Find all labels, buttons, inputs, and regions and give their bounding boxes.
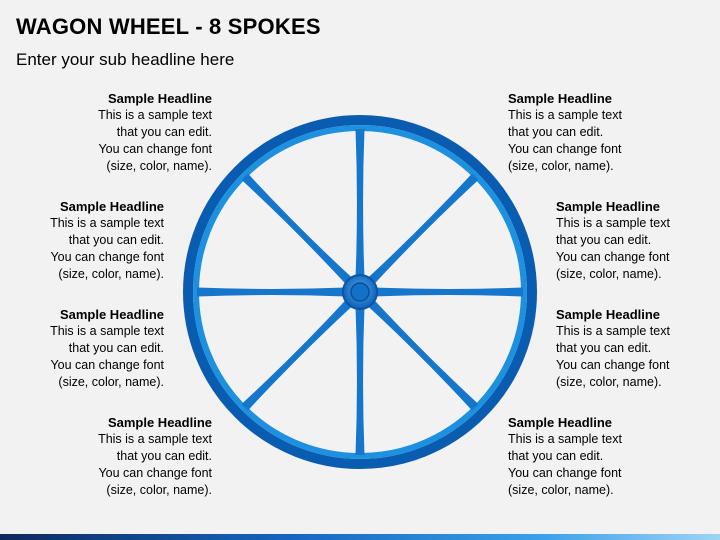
block-line: that you can edit.	[508, 125, 604, 139]
block-line: This is a sample text	[508, 108, 622, 122]
block-headline: Sample Headline	[107, 91, 212, 106]
block-line: that you can edit.	[556, 233, 652, 247]
text-block-right-3: Sample Headline This is a sample text th…	[556, 306, 720, 391]
block-line: (size, color, name).	[58, 375, 164, 389]
block-line: that you can edit.	[68, 341, 164, 355]
block-line: (size, color, name).	[106, 483, 212, 497]
wheel-spoke	[355, 306, 365, 455]
text-block-left-1: Sample Headline This is a sample text th…	[42, 90, 212, 175]
block-line: This is a sample text	[98, 108, 212, 122]
block-headline: Sample Headline	[107, 415, 212, 430]
block-line: that you can edit.	[116, 449, 212, 463]
block-line: (size, color, name).	[556, 375, 662, 389]
page-title: WAGON WHEEL - 8 SPOKES	[16, 14, 321, 39]
block-headline: Sample Headline	[59, 307, 164, 322]
block-line: (size, color, name).	[508, 483, 614, 497]
text-block-left-3: Sample Headline This is a sample text th…	[0, 306, 164, 391]
wheel-spoke	[241, 298, 354, 411]
block-line: that you can edit.	[68, 233, 164, 247]
block-line: (size, color, name).	[106, 159, 212, 173]
block-line: that you can edit.	[508, 449, 604, 463]
block-line: This is a sample text	[556, 324, 670, 338]
block-headline: Sample Headline	[508, 415, 613, 430]
wheel-spoke	[366, 298, 479, 411]
block-line: (size, color, name).	[556, 267, 662, 281]
text-block-right-1: Sample Headline This is a sample text th…	[508, 90, 678, 175]
wheel-spokes	[197, 129, 523, 455]
block-line: You can change font	[556, 358, 670, 372]
block-line: You can change font	[556, 250, 670, 264]
block-line: (size, color, name).	[508, 159, 614, 173]
block-line: You can change font	[98, 142, 212, 156]
block-line: You can change font	[98, 466, 212, 480]
block-headline: Sample Headline	[556, 199, 661, 214]
block-line: You can change font	[50, 250, 164, 264]
wheel-spoke	[355, 129, 365, 278]
bottom-accent-bar	[0, 534, 720, 540]
wheel-spoke	[241, 173, 354, 286]
text-block-right-2: Sample Headline This is a sample text th…	[556, 198, 720, 283]
wheel-rim-inner	[193, 125, 527, 459]
block-line: This is a sample text	[556, 216, 670, 230]
block-headline: Sample Headline	[59, 199, 164, 214]
block-headline: Sample Headline	[556, 307, 661, 322]
block-line: You can change font	[508, 466, 622, 480]
block-line: (size, color, name).	[58, 267, 164, 281]
block-line: You can change font	[50, 358, 164, 372]
block-line: You can change font	[508, 142, 622, 156]
wheel-rim-outer	[183, 115, 537, 469]
wheel-spoke	[366, 173, 479, 286]
wagon-wheel-diagram	[183, 115, 537, 469]
block-line: that you can edit.	[556, 341, 652, 355]
text-block-right-4: Sample Headline This is a sample text th…	[508, 414, 678, 499]
block-line: This is a sample text	[508, 432, 622, 446]
block-headline: Sample Headline	[508, 91, 613, 106]
text-block-left-4: Sample Headline This is a sample text th…	[42, 414, 212, 499]
wheel-spoke	[374, 287, 523, 297]
block-line: This is a sample text	[50, 216, 164, 230]
block-line: This is a sample text	[98, 432, 212, 446]
page-subtitle: Enter your sub headline here	[16, 50, 235, 69]
wheel-spoke	[197, 287, 346, 297]
wheel-hub-inner	[350, 282, 370, 302]
text-block-left-2: Sample Headline This is a sample text th…	[0, 198, 164, 283]
block-line: This is a sample text	[50, 324, 164, 338]
block-line: that you can edit.	[116, 125, 212, 139]
